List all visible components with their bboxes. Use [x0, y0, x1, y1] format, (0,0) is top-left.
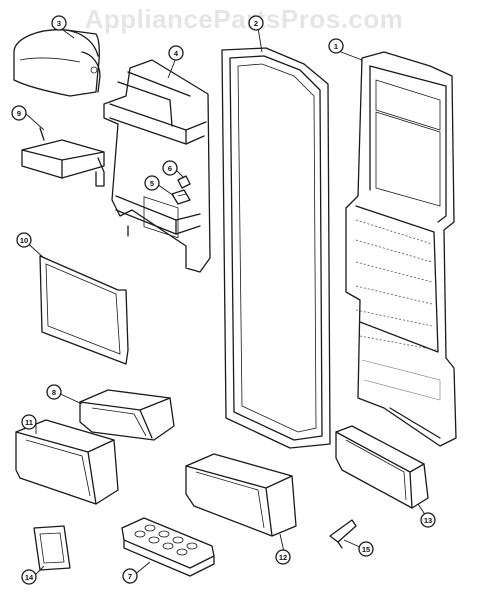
callout-circle	[11, 105, 27, 121]
callout-7: 7	[122, 568, 138, 584]
callout-circle	[162, 160, 178, 176]
callout-3: 3	[51, 15, 67, 31]
callout-11: 11	[21, 414, 37, 430]
callout-6: 6	[162, 160, 178, 176]
callout-2: 2	[248, 15, 264, 31]
callout-12: 12	[275, 549, 291, 565]
callout-label: 11	[25, 418, 33, 427]
callout-label: 1	[334, 42, 338, 51]
part-12-door-bin	[185, 453, 297, 537]
callout-circle	[358, 541, 374, 557]
callout-label: 3	[57, 19, 61, 28]
callout-15: 15	[358, 541, 374, 557]
callout-label: 13	[424, 516, 432, 525]
callout-circle	[51, 15, 67, 31]
callout-label: 5	[150, 179, 154, 188]
callout-label: 6	[168, 164, 172, 173]
part-8-door-bin	[79, 389, 175, 441]
callout-circle	[122, 568, 138, 584]
callout-8: 8	[46, 384, 62, 400]
part-5-clip	[171, 189, 191, 205]
part-3-crisper-cover	[13, 29, 101, 97]
part-11-door-bin	[15, 419, 119, 505]
callout-4: 4	[168, 45, 184, 61]
callout-label: 14	[25, 573, 34, 582]
part-14-label-holder	[33, 525, 71, 571]
leader-lines	[23, 26, 429, 577]
part-4-dispenser-liner	[103, 59, 211, 273]
callout-circle	[168, 45, 184, 61]
callout-label: 12	[279, 553, 287, 562]
callout-label: 7	[128, 572, 132, 581]
callout-circle	[144, 175, 160, 191]
callout-10: 10	[16, 232, 32, 248]
callout-circle	[46, 384, 62, 400]
callout-label: 8	[52, 388, 56, 397]
callout-5: 5	[144, 175, 160, 191]
part-9-shelf-bracket	[21, 127, 105, 187]
callout-circle	[21, 569, 37, 585]
callout-label: 4	[174, 49, 179, 58]
callout-circle	[16, 232, 32, 248]
callout-14: 14	[21, 569, 37, 585]
part-7-egg-tray	[121, 517, 215, 577]
callout-circle	[248, 15, 264, 31]
callout-circle	[21, 414, 37, 430]
callout-circle	[328, 38, 344, 54]
callout-9: 9	[11, 105, 27, 121]
callout-1: 1	[328, 38, 344, 54]
callout-13: 13	[420, 512, 436, 528]
callout-circle	[420, 512, 436, 528]
callout-circle	[275, 549, 291, 565]
part-10-liner-panel	[39, 255, 129, 365]
part-15-clip	[329, 519, 357, 549]
callout-label: 9	[17, 109, 21, 118]
callout-label: 2	[254, 19, 258, 28]
callout-label: 10	[20, 236, 28, 245]
part-2-door-gasket	[221, 47, 331, 449]
part-13-door-bin	[335, 425, 429, 509]
callout-label: 15	[362, 545, 370, 554]
part-1-door-liner	[345, 51, 457, 447]
